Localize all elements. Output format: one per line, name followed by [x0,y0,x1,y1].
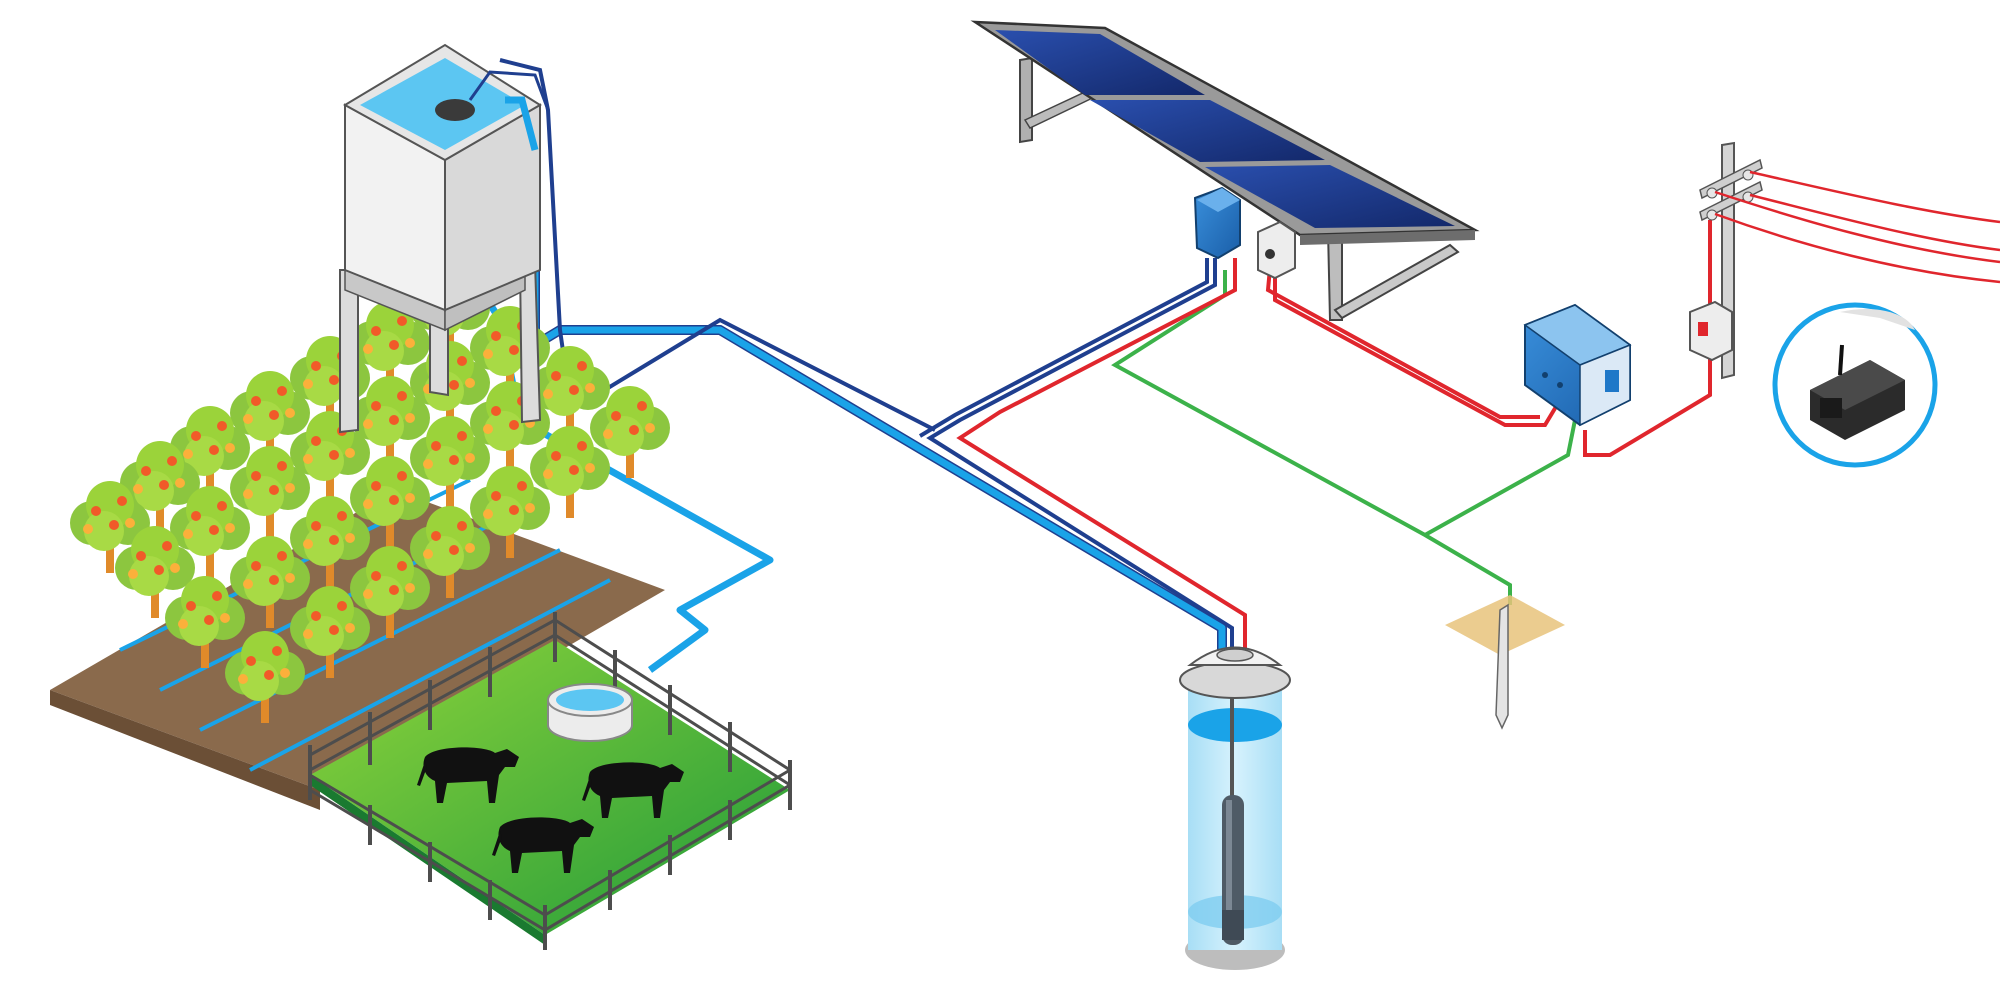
panel-to-inverter-wire-1 [1273,275,1562,427]
disconnect-switch [1257,220,1296,280]
water-trough [547,683,633,742]
generator-icon [1810,344,1905,440]
pump-controller [1193,186,1241,260]
tower-inlet-pipe [505,96,539,151]
ground-wire-branch [1424,419,1577,537]
livestock-pen [308,612,792,950]
controller-to-well-blue [918,258,1209,438]
pen-fence [308,612,792,950]
float-switch-icon [435,99,475,121]
utility-pole [1689,141,1763,380]
overhead-power-lines [1714,170,2000,284]
well-cap [1179,646,1291,699]
float-switch-cable [468,70,550,111]
solar-module-3 [1205,165,1455,228]
water-tower [339,43,542,434]
well-water-level [1188,708,1282,742]
solar-module-1 [995,30,1205,95]
ground-wire [1111,270,1512,605]
controller-to-well-navy [926,258,1234,652]
well-casing [1179,646,1291,970]
backup-generator-inset [1772,302,1938,468]
ground-rod [1445,595,1565,730]
panel-to-inverter-wire-2 [1265,267,1540,419]
submersible-pump-icon [1222,795,1244,945]
orchard-soil-edge [50,690,320,810]
inverter-box [1523,303,1632,427]
controller-to-well-red [956,258,1247,650]
solar-panel-array [970,20,1480,321]
solar-module-2 [1090,100,1325,162]
orchard [50,266,670,810]
solar-modules [995,30,1455,228]
